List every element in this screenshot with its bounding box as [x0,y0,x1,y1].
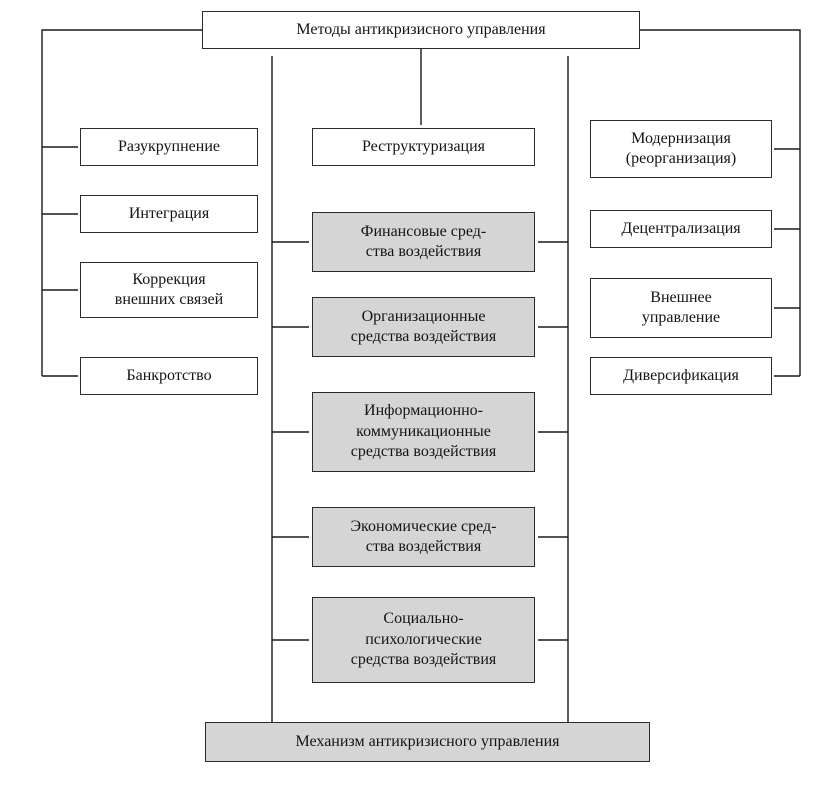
node-diversifikatsiya: Диверсификация [590,357,772,395]
node-organizatsionnye-sredstva: Организационные средства воздействия [312,297,535,357]
node-informatsionno-kommunikatsionnye-sredstva: Информационно- коммуникационные средства… [312,392,535,472]
node-korrektsiya-vneshnikh-svyazey: Коррекция внешних связей [80,262,258,318]
node-mechanism-title: Механизм антикризисного управления [205,722,650,762]
node-vneshnee-upravlenie: Внешнее управление [590,278,772,338]
node-sotsialno-psikhologicheskie-sredstva: Социально- психологические средства возд… [312,597,535,683]
node-ekonomicheskie-sredstva: Экономические сред- ства воздействия [312,507,535,567]
node-integratsiya: Интеграция [80,195,258,233]
node-razukrupnenie: Разукрупнение [80,128,258,166]
inner-right-rail [538,56,569,722]
inner-left-rail [271,56,309,722]
connector-line [41,29,202,376]
node-modernizatsiya: Модернизация (реорганизация) [590,120,772,178]
outer-right-rail [640,29,801,377]
node-restrukturizatsiya: Реструктуризация [312,128,535,166]
connector-line [640,29,801,376]
node-methods-title: Методы антикризисного управления [202,11,640,49]
node-bankrotstvo: Банкротство [80,357,258,395]
outer-left-rail [41,29,202,377]
node-finansovye-sredstva: Финансовые сред- ства воздействия [312,212,535,272]
node-detsentralizatsiya: Децентрализация [590,210,772,248]
